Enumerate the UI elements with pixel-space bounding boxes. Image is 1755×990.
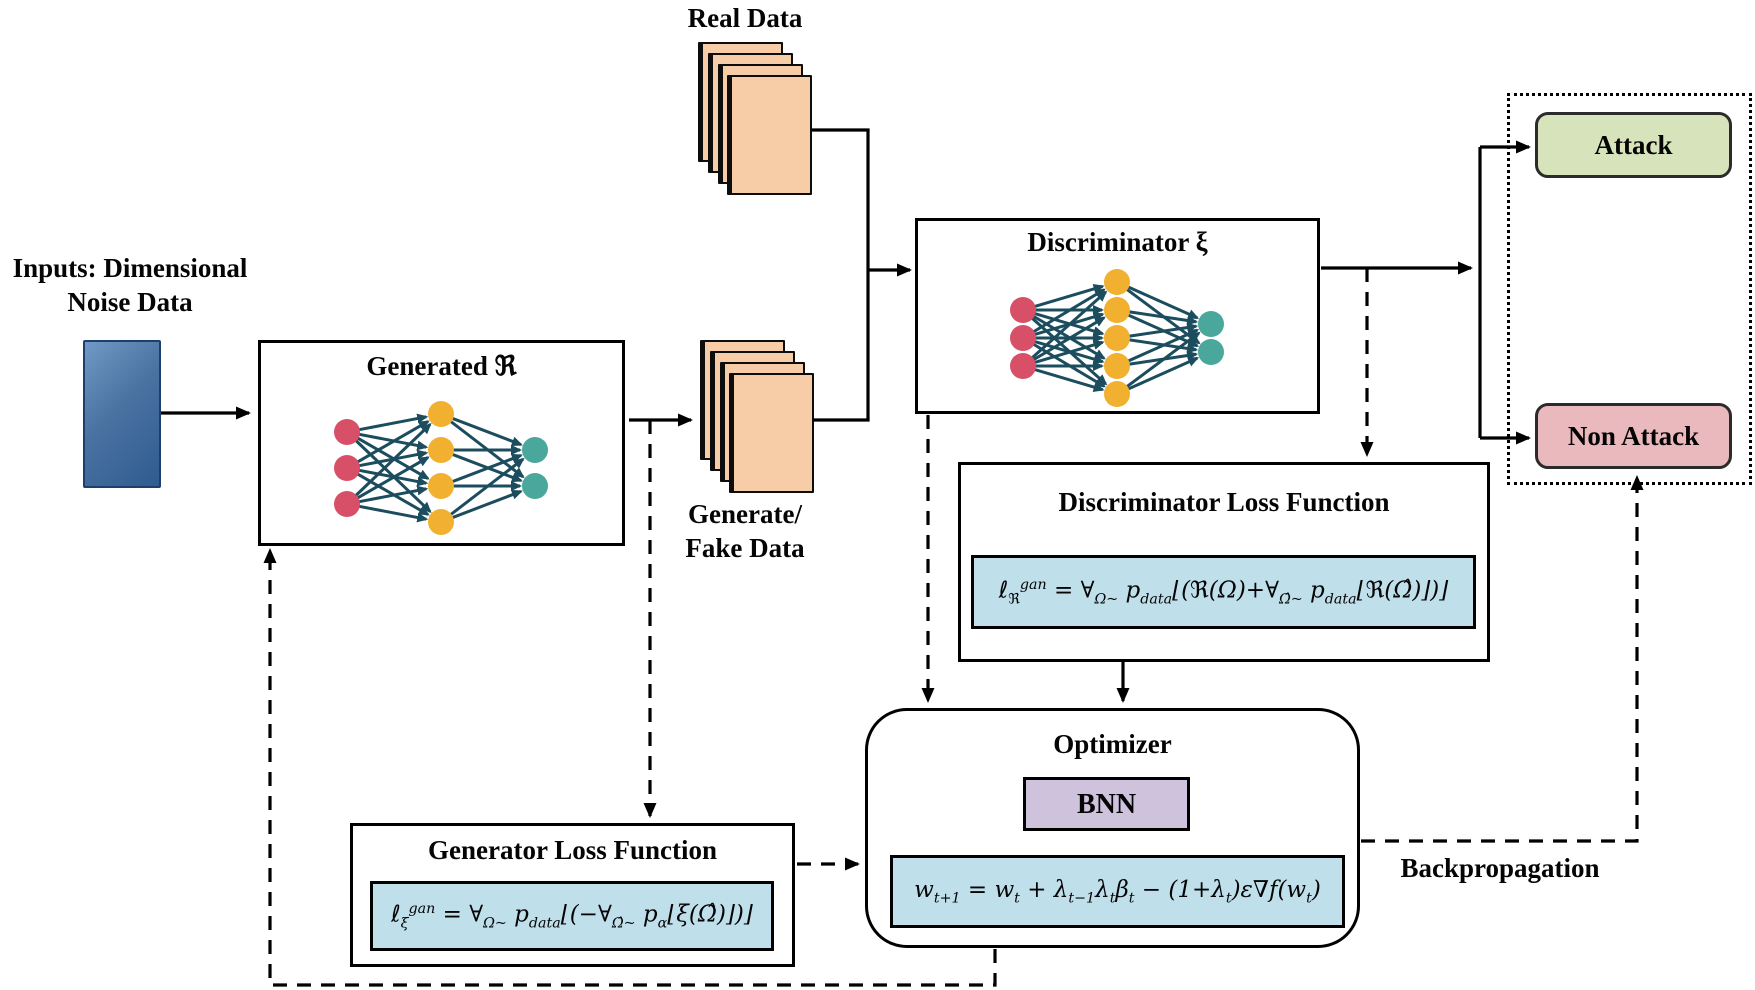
fake-data-label: Generate/ Fake Data [650, 498, 840, 566]
attack-box: Attack [1535, 112, 1732, 178]
nn-input-node [1010, 325, 1036, 351]
bnn-box: BNN [1023, 777, 1190, 831]
fake-data-stack [700, 340, 816, 495]
real-data-label: Real Data [687, 3, 803, 33]
discriminator-title: Discriminator ξ [1027, 227, 1208, 257]
inputs-label-line1: Inputs: Dimensional [12, 253, 248, 283]
nn-edge [1126, 285, 1200, 320]
nn-edge [1030, 290, 1108, 360]
generator-title: Generated ℜ [366, 351, 517, 381]
nn-input-node [1010, 353, 1036, 379]
nn-edge [357, 485, 429, 504]
noise-input-block [83, 340, 161, 488]
discriminator-loss-formula-box: ℓℜgan = ∀Ω~ pdata⌊(ℜ(Ω)+∀Ω̂~ pdata⌊ℜ(Ω̂)… [971, 555, 1476, 629]
optimizer-title: Optimizer [1053, 729, 1172, 759]
discriminator-loss-box: Discriminator Loss Function ℓℜgan = ∀Ω~ … [958, 462, 1490, 662]
optimizer-formula-box: wt+1 = wt + λt−1λtβt − (1+λt)ε∇f(wt) [890, 855, 1345, 928]
nn-output-node [522, 473, 548, 499]
discriminator-box: Discriminator ξ [915, 218, 1320, 414]
nn-hidden-node [1104, 353, 1130, 379]
nn-hidden-node [1104, 381, 1130, 407]
generator-loss-box: Generator Loss Function ℓξgan = ∀Ω~ pdat… [350, 823, 795, 967]
nn-output-node [1198, 311, 1224, 337]
nn-edge [1033, 367, 1105, 392]
nn-edge [448, 457, 525, 517]
nn-input-node [334, 491, 360, 517]
nn-edge [357, 504, 429, 523]
discriminator-loss-formula: ℓℜgan = ∀Ω~ pdata⌊(ℜ(Ω)+∀Ω̂~ pdata⌊ℜ(Ω̂)… [998, 576, 1449, 608]
nn-edge [1126, 328, 1200, 363]
nn-hidden-node [428, 473, 454, 499]
generator-box: Generated ℜ [258, 340, 625, 546]
generator-loss-title: Generator Loss Function [428, 835, 717, 865]
nn-edge [450, 416, 523, 447]
nn-edge [355, 456, 430, 500]
nn-hidden-node [1104, 297, 1130, 323]
discriminator-network-graphic [1010, 269, 1224, 407]
nn-edge [450, 489, 523, 520]
generator-network-graphic [334, 401, 548, 535]
nn-edge [1124, 331, 1201, 389]
fake-data-page [729, 373, 814, 493]
nn-edge [1031, 288, 1106, 334]
nn-output-node [522, 437, 548, 463]
nn-edge [1033, 284, 1105, 309]
optimizer-formula: wt+1 = wt + λt−1λtβt − (1+λt)ε∇f(wt) [914, 876, 1321, 907]
nn-hidden-node [428, 401, 454, 427]
nn-input-node [334, 455, 360, 481]
generator-loss-formula: ℓξgan = ∀Ω~ pdata⌊(−∀Ω̂~ pα⌊ξ(Ω̂)⌋)⌋ [391, 900, 753, 932]
fake-data-label-line2: Fake Data [685, 532, 805, 563]
real-data-stack [698, 42, 814, 197]
optimizer-box: Optimizer BNN wt+1 = wt + λt−1λtβt − (1+… [865, 708, 1360, 948]
generator-loss-formula-box: ℓξgan = ∀Ω~ pdata⌊(−∀Ω̂~ pα⌊ξ(Ω̂)⌋)⌋ [370, 881, 774, 951]
nn-hidden-node [1104, 269, 1130, 295]
nn-edge [355, 420, 430, 464]
nn-edge [1127, 322, 1199, 338]
nn-edge [1031, 316, 1106, 362]
nn-edge [1033, 340, 1105, 365]
fake-data-label-line1: Generate/ [688, 499, 802, 529]
nn-edge [450, 453, 523, 484]
nn-hidden-node [428, 509, 454, 535]
nn-input-node [1010, 297, 1036, 323]
nn-hidden-node [428, 437, 454, 463]
nn-input-node [334, 419, 360, 445]
nn-edge [357, 413, 429, 432]
discriminator-loss-title: Discriminator Loss Function [1058, 487, 1390, 517]
real-data-page [727, 75, 812, 195]
nn-hidden-node [1104, 325, 1130, 351]
inputs-label-line2: Noise Data [67, 286, 193, 317]
non-attack-box: Non Attack [1535, 403, 1732, 469]
nn-output-node [1198, 339, 1224, 365]
inputs-label: Inputs: Dimensional Noise Data [5, 252, 255, 320]
nn-edge [353, 422, 432, 498]
nn-edge [1126, 356, 1200, 391]
nn-edge [1127, 310, 1199, 326]
backpropagation-label: Backpropagation [1400, 853, 1600, 883]
